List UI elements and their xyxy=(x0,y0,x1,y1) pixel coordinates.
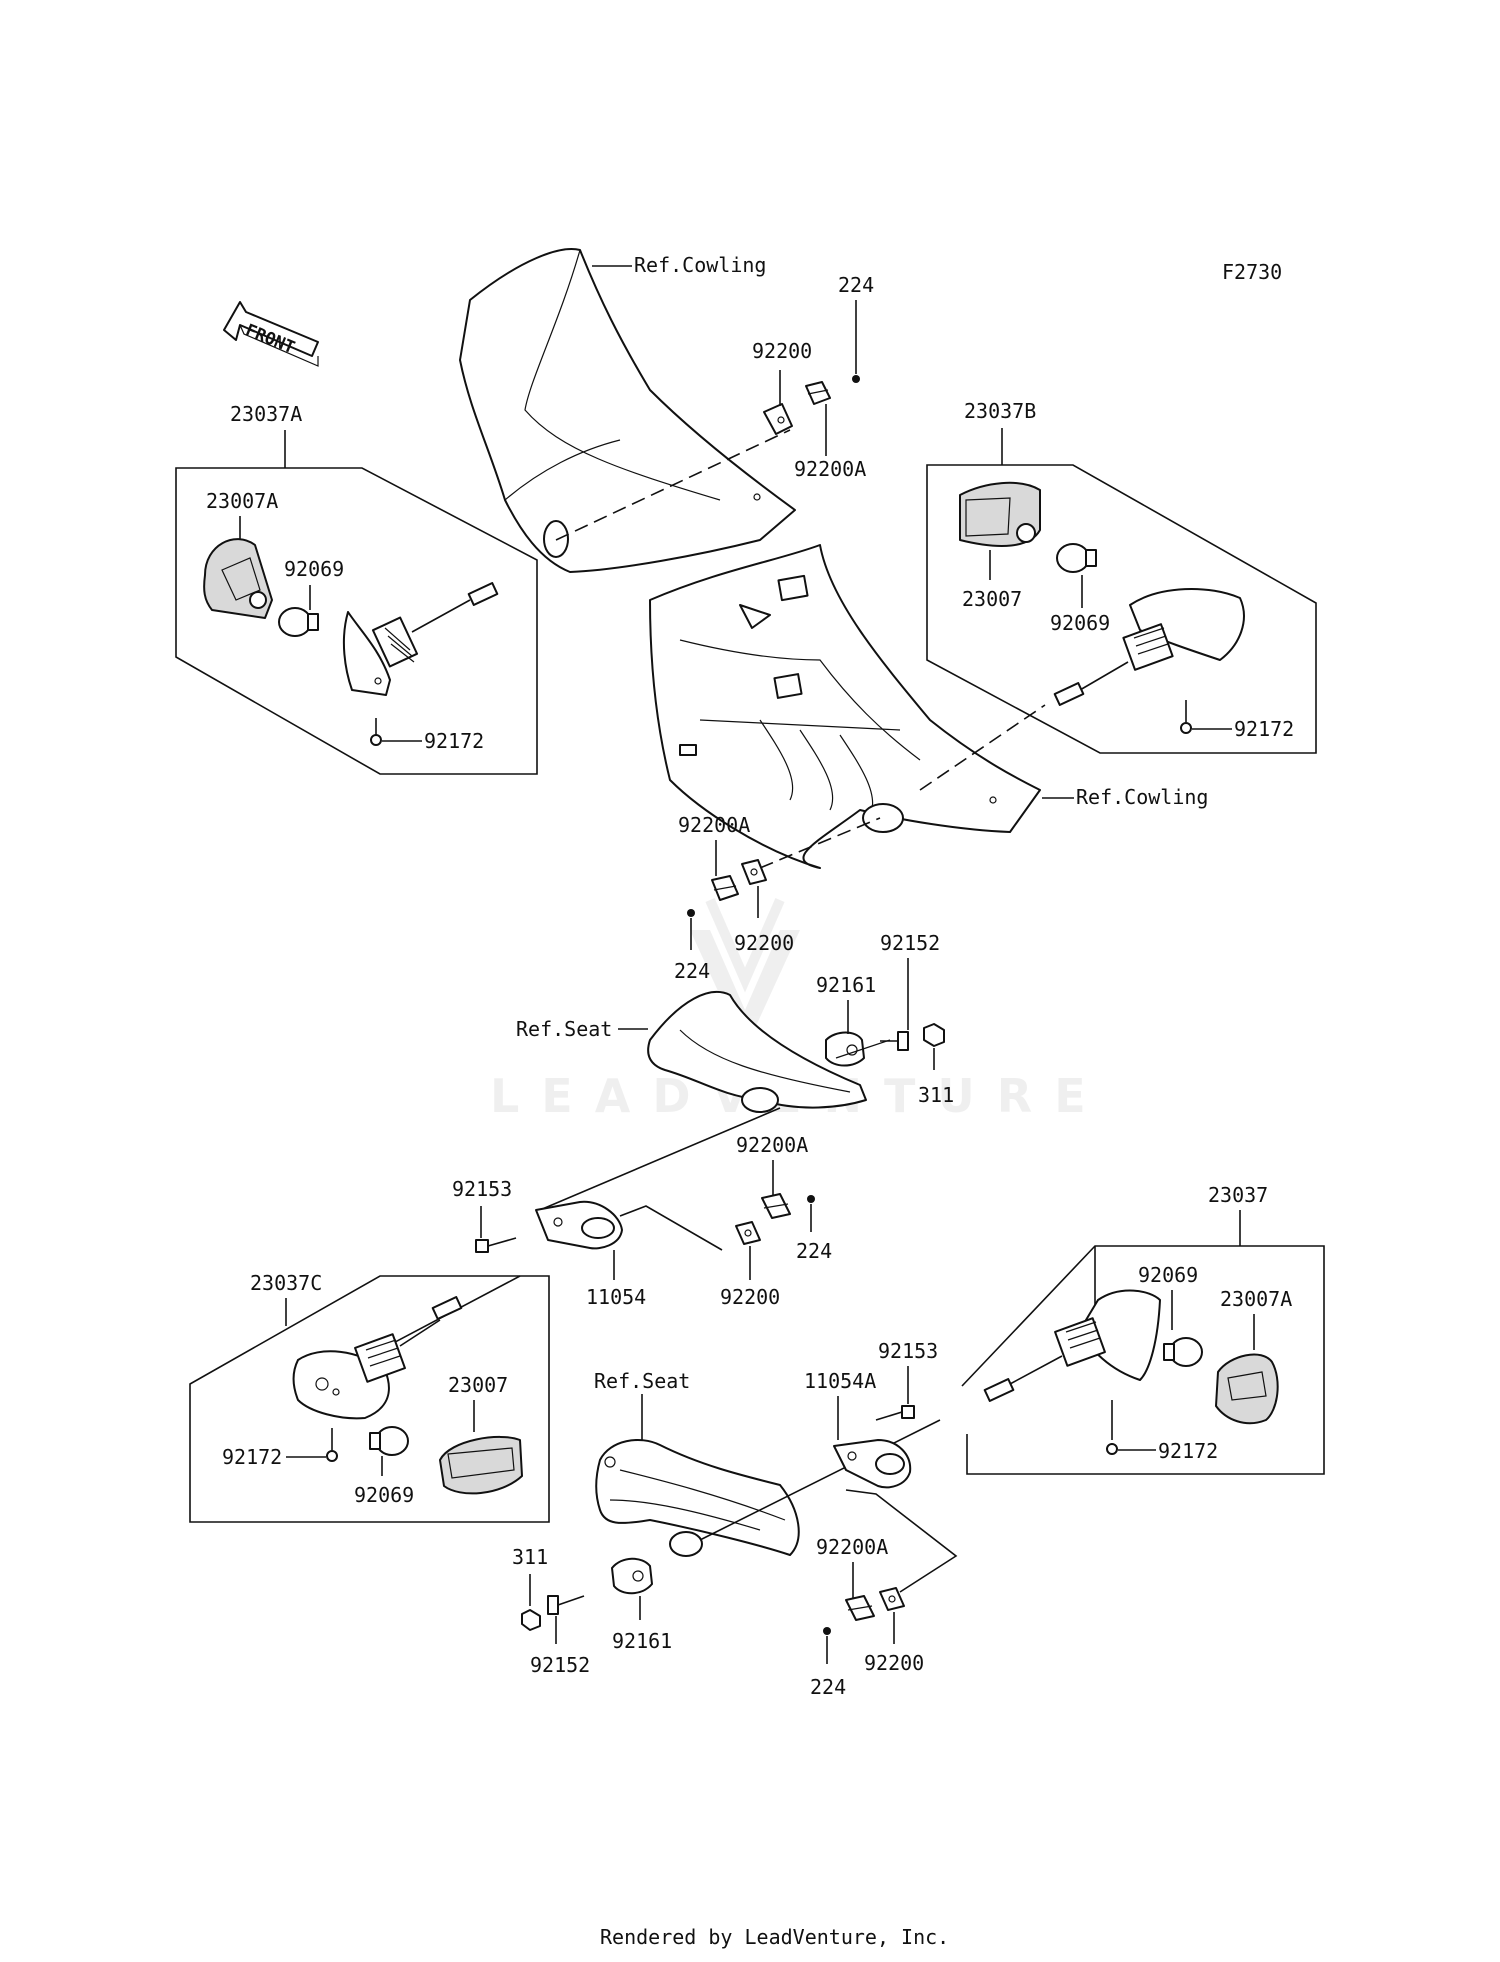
footer-credit: Rendered by LeadVenture, Inc. xyxy=(600,1925,949,1949)
seat-bracket-upper xyxy=(647,991,867,1113)
label-311-upper: 311 xyxy=(918,1083,954,1107)
label-23037A: 23037A xyxy=(230,402,302,426)
label-92172-a: 92172 xyxy=(424,729,484,753)
screw-92172-c xyxy=(326,1428,338,1462)
label-92069-a: 92069 xyxy=(284,557,344,581)
label-224-top: 224 xyxy=(838,273,874,297)
bulb-92069-d xyxy=(1163,1337,1203,1367)
label-92069-d: 92069 xyxy=(1138,1263,1198,1287)
bulb-92069-c xyxy=(369,1426,409,1456)
label-92152-lower: 92152 xyxy=(530,1653,590,1677)
label-23007A-a: 23007A xyxy=(206,489,278,513)
front-arrow-icon: FRONT xyxy=(223,301,319,367)
clip-92200-mid xyxy=(741,859,767,885)
signal-housing-b xyxy=(1053,587,1245,706)
label-23037: 23037 xyxy=(1208,1183,1268,1207)
label-11054: 11054 xyxy=(586,1285,646,1309)
screw-224-mid xyxy=(687,909,695,917)
plate-11054 xyxy=(535,1200,623,1250)
label-23007A-d: 23007A xyxy=(1220,1287,1292,1311)
clip-92200A-mid xyxy=(711,875,739,901)
screw-92172-b xyxy=(1180,700,1192,734)
grommet-92161-upper xyxy=(825,1031,865,1067)
cowling-middle xyxy=(649,544,1041,869)
label-23007-b: 23007 xyxy=(962,587,1022,611)
ref-seat-lower-label: Ref.Seat xyxy=(594,1369,690,1393)
grommet-92161-lower xyxy=(611,1557,653,1595)
label-92200-mid: 92200 xyxy=(734,931,794,955)
ref-cowling-mid-label: Ref.Cowling xyxy=(1076,785,1208,809)
lens-23007-b xyxy=(959,481,1041,547)
label-23007-c: 23007 xyxy=(448,1373,508,1397)
ref-seat-upper-label: Ref.Seat xyxy=(516,1017,612,1041)
label-92172-b: 92172 xyxy=(1234,717,1294,741)
lens-23007-c xyxy=(439,1436,523,1495)
label-311-lower: 311 xyxy=(512,1545,548,1569)
label-92172-c: 92172 xyxy=(222,1445,282,1469)
label-92153-right: 92153 xyxy=(878,1339,938,1363)
bolt-92153-left xyxy=(475,1237,517,1253)
nut-311-lower xyxy=(521,1609,541,1631)
label-92152-upper: 92152 xyxy=(880,931,940,955)
signal-housing-a xyxy=(342,582,499,696)
label-224-right: 224 xyxy=(810,1675,846,1699)
screw-224-top xyxy=(852,375,860,383)
label-92069-b: 92069 xyxy=(1050,611,1110,635)
figure-code: F2730 xyxy=(1222,260,1282,284)
screw-92172-d xyxy=(1106,1400,1118,1455)
label-92200A-mid: 92200A xyxy=(678,813,750,837)
watermark-logo xyxy=(690,897,800,1050)
label-92200-right: 92200 xyxy=(864,1651,924,1675)
label-224-left: 224 xyxy=(796,1239,832,1263)
label-11054A: 11054A xyxy=(804,1369,876,1393)
plate-11054A xyxy=(833,1439,912,1489)
lens-23007A-d xyxy=(1215,1353,1279,1425)
label-92172-d: 92172 xyxy=(1158,1439,1218,1463)
label-92200A-left: 92200A xyxy=(736,1133,808,1157)
signal-housing-c xyxy=(292,1296,463,1420)
bulb-92069-b xyxy=(1056,543,1097,573)
label-92153-left: 92153 xyxy=(452,1177,512,1201)
ref-cowling-top-label: Ref.Cowling xyxy=(634,253,766,277)
label-92161-lower: 92161 xyxy=(612,1629,672,1653)
lens-23007A-a xyxy=(203,538,273,619)
clip-92200-right xyxy=(879,1587,905,1611)
label-92200A-right: 92200A xyxy=(816,1535,888,1559)
assembly-box-23037 xyxy=(961,1245,1325,1475)
assembly-box-23037B xyxy=(926,464,1317,754)
clip-92200A-right xyxy=(845,1595,875,1621)
screw-224-left xyxy=(807,1195,815,1203)
signal-housing-d xyxy=(983,1289,1161,1402)
label-23037B: 23037B xyxy=(964,399,1036,423)
clip-92200-left xyxy=(735,1221,761,1245)
label-92200-top: 92200 xyxy=(752,339,812,363)
seat-bracket-lower xyxy=(595,1439,800,1557)
clip-92200A-top xyxy=(805,381,831,405)
assembly-box-23037A xyxy=(175,467,538,775)
bolt-92153-right xyxy=(875,1405,915,1421)
clip-92200A-left xyxy=(761,1193,791,1219)
label-92200A-top: 92200A xyxy=(794,457,866,481)
label-92200-left: 92200 xyxy=(720,1285,780,1309)
screw-224-right xyxy=(823,1627,831,1635)
clip-92200-top xyxy=(763,403,793,435)
cowling-upper xyxy=(459,248,796,573)
label-23037C: 23037C xyxy=(250,1271,322,1295)
screw-92172-a xyxy=(370,718,382,746)
label-92069-c: 92069 xyxy=(354,1483,414,1507)
nut-311-upper xyxy=(923,1023,945,1047)
label-224-mid: 224 xyxy=(674,959,710,983)
bolt-92152-upper xyxy=(880,1031,909,1051)
assembly-box-23037C xyxy=(189,1275,550,1523)
label-92161-upper: 92161 xyxy=(816,973,876,997)
bulb-92069-a xyxy=(278,607,319,637)
bolt-92152-lower xyxy=(547,1595,585,1615)
